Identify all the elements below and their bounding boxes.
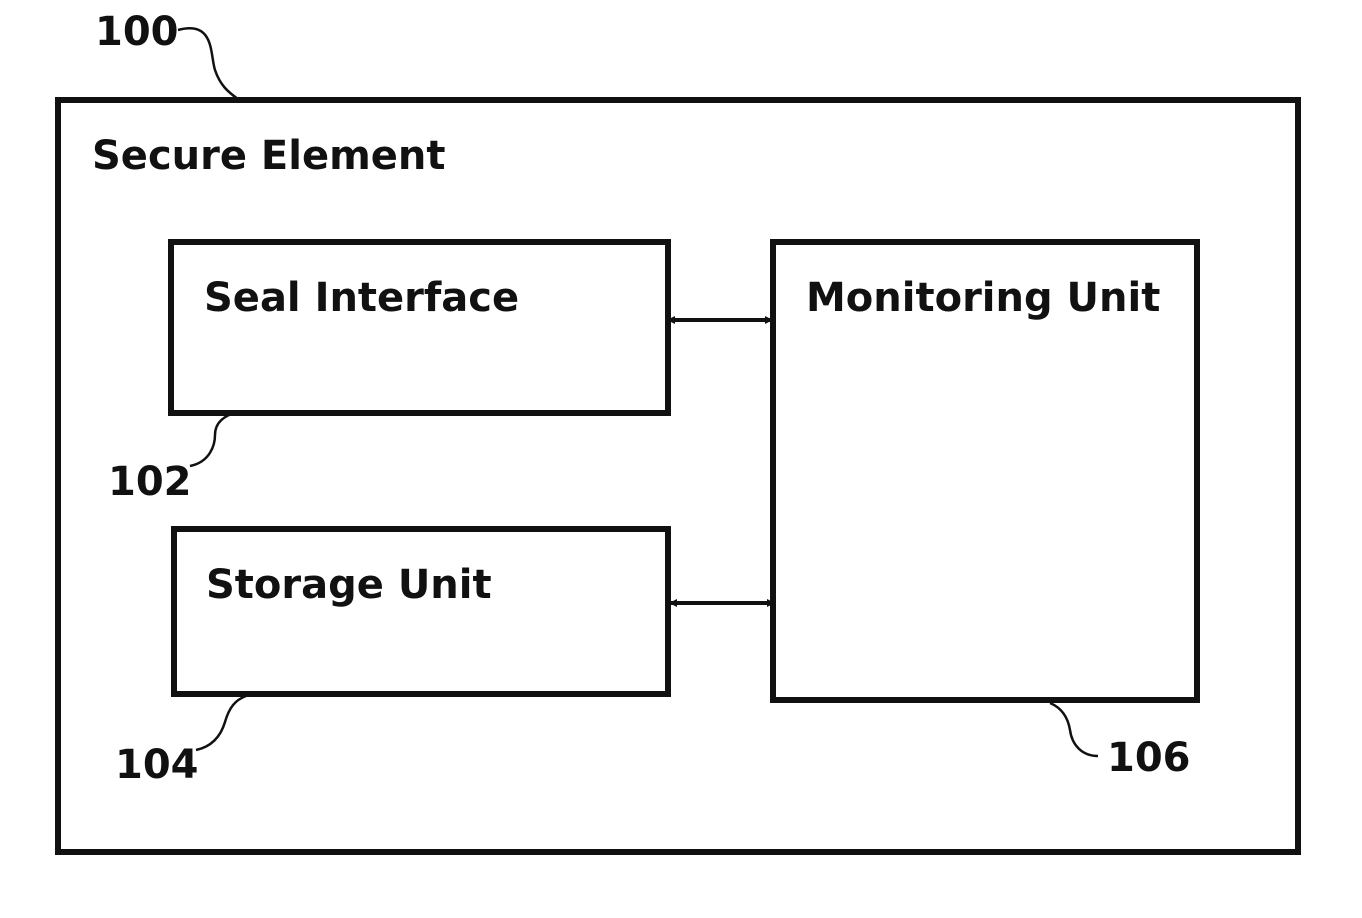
ref-number-104: 104: [115, 745, 199, 785]
storage-unit-box: [171, 526, 671, 697]
ref-number-106: 106: [1107, 738, 1191, 778]
storage-unit-label: Storage Unit: [206, 565, 492, 605]
seal-interface-box: [168, 239, 671, 416]
monitoring-unit-label: Monitoring Unit: [806, 278, 1160, 318]
seal-interface-label: Seal Interface: [204, 278, 519, 318]
secure-element-label: Secure Element: [92, 136, 445, 176]
leader-line-100: [178, 28, 238, 99]
ref-number-102: 102: [108, 462, 192, 502]
ref-number-100: 100: [95, 12, 179, 52]
